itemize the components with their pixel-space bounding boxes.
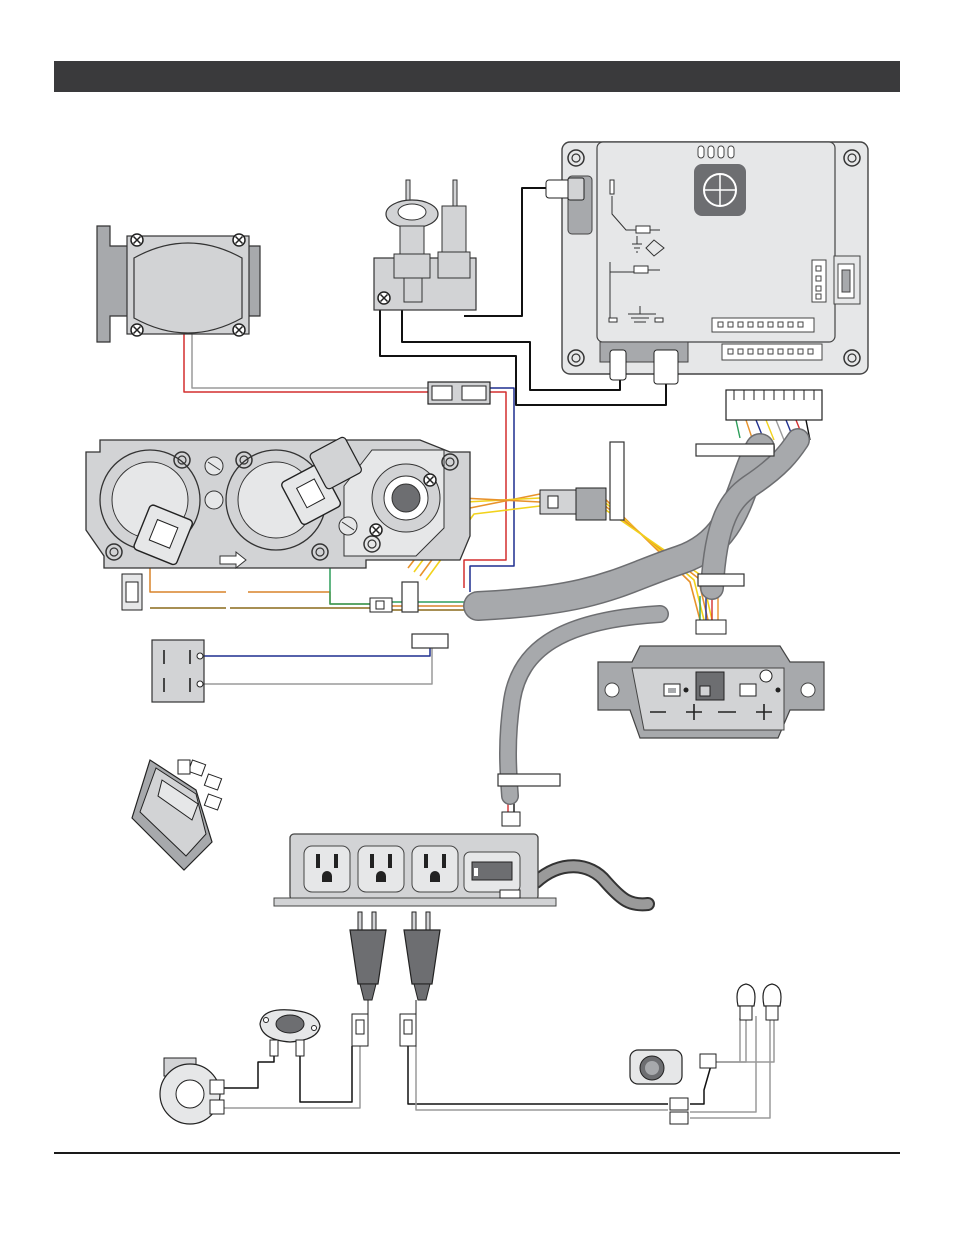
receptacle-connector — [502, 812, 520, 826]
exhaust-damper — [97, 226, 260, 342]
damper-connector — [428, 382, 490, 404]
module-harness-plug — [726, 390, 822, 420]
plug-right — [400, 912, 440, 1046]
footer-rule — [54, 1152, 900, 1154]
battery-pack — [598, 646, 824, 738]
receptacle-box — [274, 834, 556, 906]
pilot-assembly — [374, 180, 476, 310]
rocker-switch — [132, 760, 222, 870]
wall-switch — [152, 640, 204, 702]
light-switch — [630, 1050, 716, 1124]
valve-harness-connector — [540, 488, 606, 520]
control-module — [546, 142, 868, 384]
blower — [160, 1058, 224, 1124]
light-bulb-2 — [763, 984, 781, 1020]
light-bulb-1 — [737, 984, 755, 1020]
thermodisc — [260, 1010, 320, 1056]
plug-left — [350, 912, 386, 1046]
inline-connector — [370, 598, 392, 612]
battery-connector — [696, 620, 726, 634]
